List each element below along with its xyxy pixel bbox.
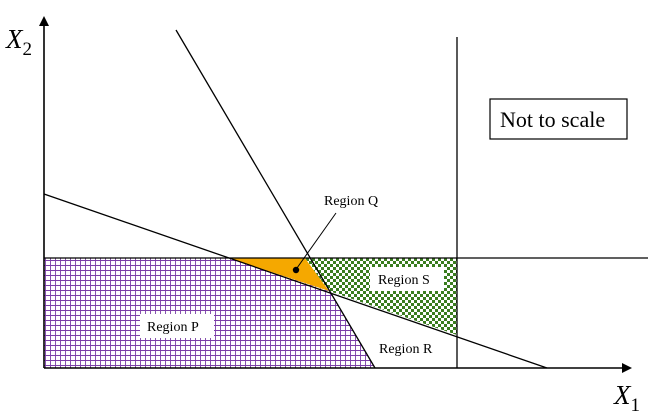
region-p-label-box: [140, 314, 214, 338]
region-s-label-box: [370, 267, 444, 291]
steep-constraint-line: [175, 29, 376, 369]
y-axis-subscript: 2: [23, 39, 33, 60]
y-axis-symbol: X: [5, 24, 24, 54]
region-q-label: Region Q: [324, 194, 378, 209]
region-p-area: [44, 258, 375, 368]
x-axis-label: X1: [613, 380, 640, 416]
shallow-constraint-line: [43, 193, 548, 369]
x-axis-subscript: 1: [631, 395, 641, 416]
region-s-label: Region S: [378, 273, 430, 288]
region-q-pointer: [296, 212, 337, 269]
region-r-label: Region R: [379, 342, 433, 357]
x-axis-symbol: X: [613, 380, 632, 410]
region-p-label: Region P: [147, 320, 199, 335]
scale-note: Not to scale: [500, 107, 605, 132]
scale-note-box: [489, 98, 628, 140]
y-axis-label: X2: [5, 24, 32, 60]
region-q-marker: [292, 266, 300, 274]
